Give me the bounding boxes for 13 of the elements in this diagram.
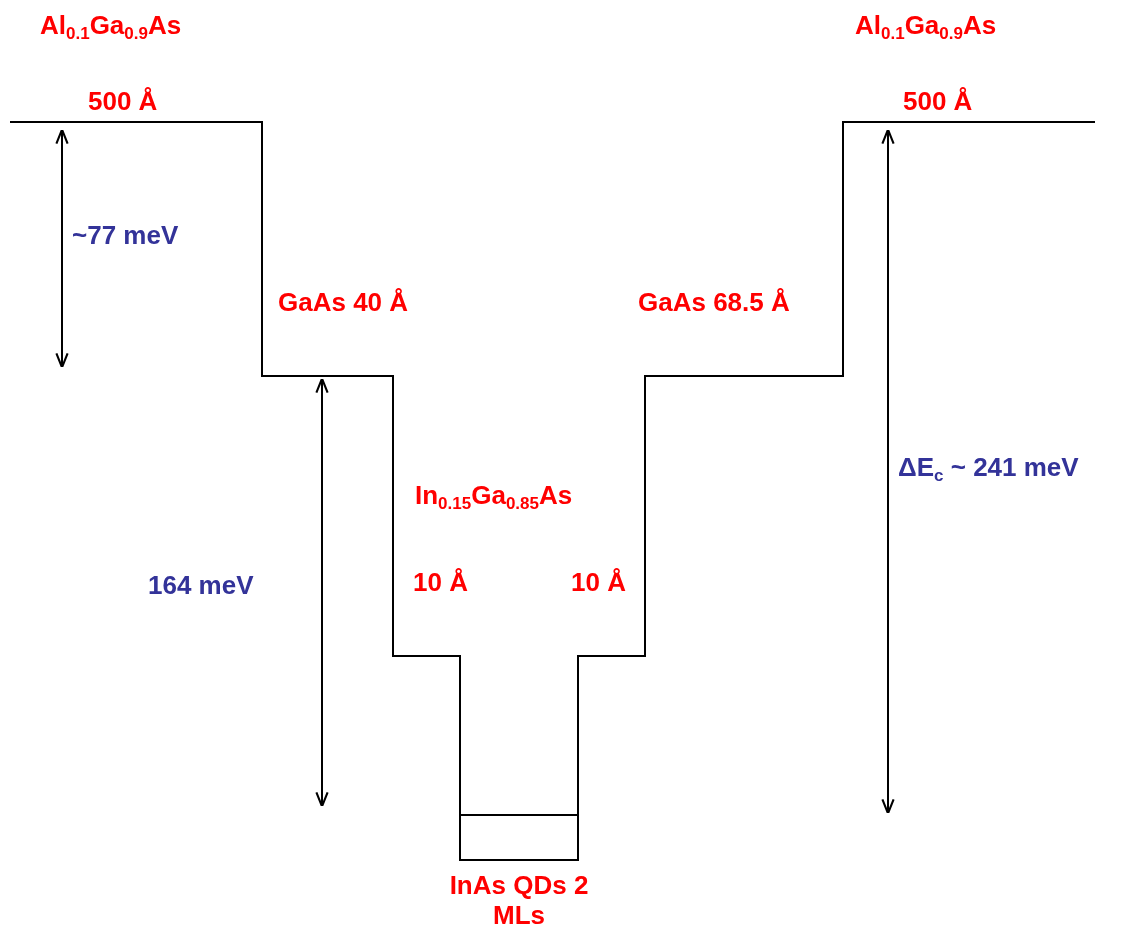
layer-label: GaAs 68.5 Å [638, 287, 790, 317]
layer-label: InAs QDs 2 MLs [449, 870, 589, 930]
thickness-label: 10 Å [413, 567, 468, 597]
material-label: In$_{0.15}$Ga$_{0.85}$As [415, 480, 573, 510]
energy-label: 164 meV [148, 570, 254, 600]
thickness-label: 10 Å [571, 567, 626, 597]
layer-label: GaAs 40 Å [278, 287, 409, 317]
thickness-label: 500 Å [903, 86, 973, 116]
energy-label: ~77 meV [72, 220, 179, 250]
material-label: Al$_{0.1}$Ga$_{0.9}$As [855, 10, 997, 40]
material-label: Al$_{0.1}$Ga$_{0.9}$As [40, 10, 182, 40]
energy-label: ΔE$_{c}$ ~ 241 meV [898, 452, 1079, 482]
thickness-label: 500 Å [88, 86, 158, 116]
